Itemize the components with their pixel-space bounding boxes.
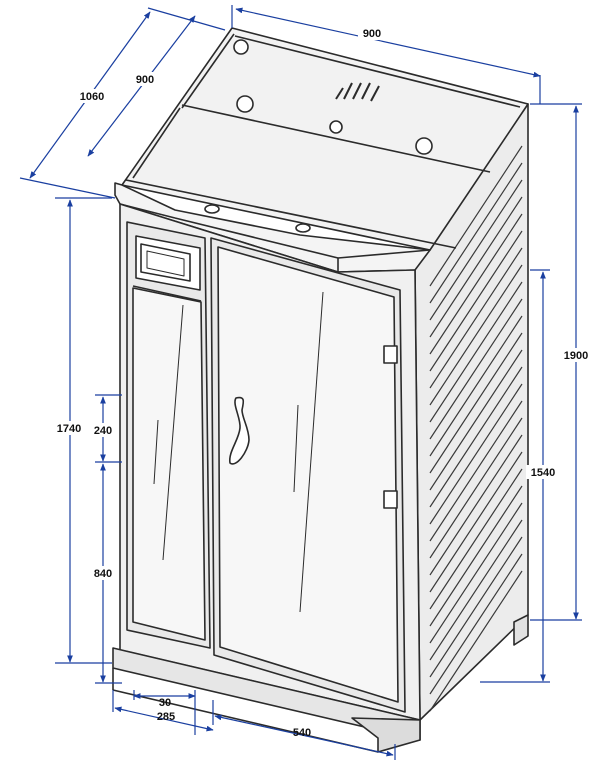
roof-light-4: [415, 137, 433, 155]
hinge-icon: [383, 345, 398, 364]
dim-line-top-width: [235, 7, 541, 78]
crown-fascia: [114, 182, 431, 273]
door-handle-icon: [229, 396, 250, 465]
dim-line-285: [114, 706, 214, 732]
fascia-light-1: [204, 204, 220, 214]
base-foot: [351, 717, 421, 753]
label-base-offset: 30: [159, 697, 171, 709]
roof-light-3: [329, 120, 343, 134]
hinge-icon: [383, 490, 398, 509]
dim-line-540: [214, 714, 394, 757]
vent-slots-icon: [335, 82, 380, 102]
label-front-height: 1740: [57, 423, 81, 435]
control-panel-icon: [132, 235, 202, 302]
cabin-body: [112, 27, 529, 753]
label-lower-panel: 840: [94, 568, 112, 580]
label-overall-depth: 1060: [80, 91, 104, 103]
label-upper-window: 240: [94, 425, 112, 437]
label-top-depth: 900: [136, 74, 154, 86]
dimension-labels: 900 900 1060 1740 240 840 1900 1540 30 2…: [52, 26, 593, 739]
label-overall-height: 1900: [564, 350, 588, 362]
fascia-light-2: [295, 223, 311, 233]
roof-light-2: [236, 95, 254, 113]
main-door-glass: [217, 246, 399, 703]
label-side-door-height: 1540: [531, 467, 555, 479]
label-top-width: 900: [363, 28, 381, 40]
roof-light-1: [233, 39, 249, 55]
side-wall-slats: [429, 145, 523, 712]
label-side-panel-width: 285: [157, 711, 175, 723]
label-door-width: 540: [293, 727, 311, 739]
side-glass-panel: [132, 287, 206, 641]
